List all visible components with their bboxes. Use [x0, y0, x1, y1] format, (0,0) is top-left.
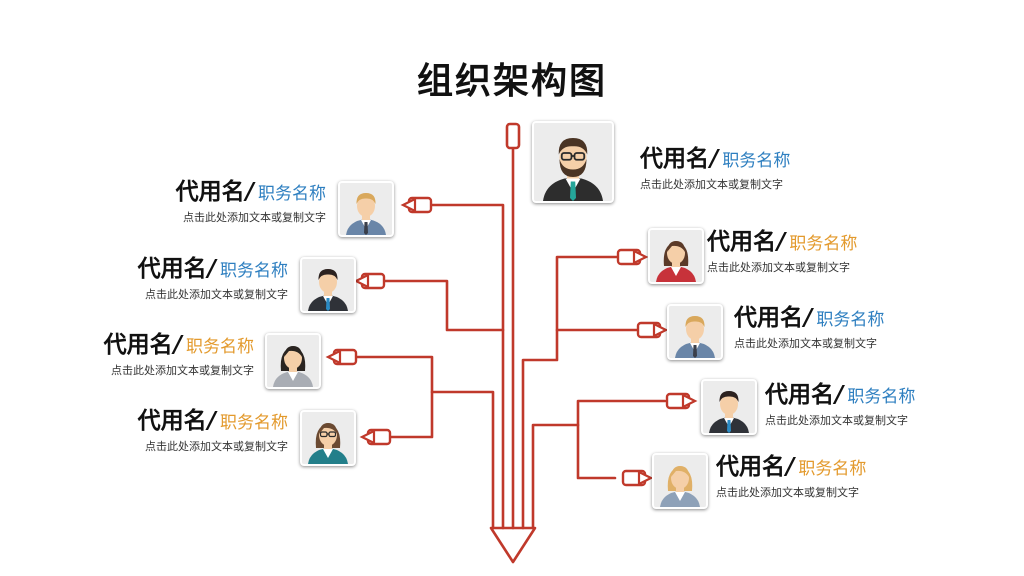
avatar [652, 453, 708, 509]
person-name: 代用名 [716, 454, 785, 480]
connector-line [521, 255, 622, 530]
person-card: 代用名/职务名称 点击此处添加文本或复制文字 [716, 452, 866, 502]
connector-head [400, 196, 433, 214]
avatar [701, 379, 757, 435]
person-description: 点击此处添加文本或复制文字 [765, 414, 908, 427]
person-name: 代用名 [175, 179, 245, 205]
pencil-eraser [505, 122, 521, 150]
connector-head [621, 469, 654, 487]
woman-blonde-icon [654, 455, 706, 507]
avatar [300, 257, 356, 313]
person-card: 代用名/职务名称 点击此处添加文本或复制文字 [640, 144, 790, 194]
page-title: 组织架构图 [416, 61, 607, 102]
person-card: 代用名/职务名称 点击此处添加文本或复制文字 [734, 303, 884, 353]
connector-line [370, 390, 434, 439]
person-card: 代用名/职务名称 点击此处添加文本或复制文字 [104, 330, 254, 380]
person-role: 职务名称 [186, 337, 254, 357]
avatar [667, 304, 723, 360]
connector-head [353, 272, 386, 290]
avatar [338, 181, 394, 237]
connector-head [325, 348, 358, 366]
person-role: 职务名称 [847, 387, 916, 407]
person-card: 代用名/职务名称 点击此处添加文本或复制文字 [765, 380, 915, 430]
connector-head [665, 392, 698, 410]
man-dark-hair-icon [703, 381, 755, 433]
person-role: 职务名称 [798, 459, 867, 479]
person-role: 职务名称 [220, 261, 288, 281]
person-name: 代用名 [640, 146, 709, 172]
person-card: 代用名/职务名称 点击此处添加文本或复制文字 [176, 177, 326, 227]
person-card: 代用名/职务名称 点击此处添加文本或复制文字 [138, 406, 288, 456]
woman-short-hair-icon [267, 335, 319, 387]
woman-brown-hair-icon [650, 230, 702, 282]
connector-head [616, 248, 649, 266]
person-description: 点击此处添加文本或复制文字 [145, 440, 288, 453]
avatar [265, 333, 321, 389]
connector-line [531, 399, 667, 530]
person-description: 点击此处添加文本或复制文字 [183, 211, 326, 224]
man-beard-glasses-icon [534, 123, 612, 201]
person-description: 点击此处添加文本或复制文字 [111, 364, 254, 377]
person-name: 代用名 [103, 332, 173, 358]
avatar [532, 121, 614, 203]
person-role: 职务名称 [722, 151, 791, 171]
person-card: 代用名/职务名称 点击此处添加文本或复制文字 [707, 227, 857, 277]
person-role: 职务名称 [789, 234, 858, 254]
person-name: 代用名 [707, 229, 776, 255]
connector-line [368, 279, 505, 530]
person-card: 代用名/职务名称 点击此处添加文本或复制文字 [138, 254, 288, 304]
person-description: 点击此处添加文本或复制文字 [734, 337, 877, 350]
connector-line [421, 203, 505, 332]
person-name: 代用名 [137, 256, 207, 282]
person-name: 代用名 [765, 382, 834, 408]
connector-head [359, 428, 392, 446]
pencil-tip [489, 526, 537, 564]
man-blond-icon [340, 183, 392, 235]
person-role: 职务名称 [258, 184, 326, 204]
person-role: 职务名称 [816, 310, 885, 330]
connector-line [576, 423, 617, 480]
connector-head [636, 321, 669, 339]
avatar [648, 228, 704, 284]
person-description: 点击此处添加文本或复制文字 [145, 288, 288, 301]
person-description: 点击此处添加文本或复制文字 [640, 178, 783, 191]
avatar [300, 410, 356, 466]
man-blond-icon [669, 306, 721, 358]
person-description: 点击此处添加文本或复制文字 [716, 486, 859, 499]
person-description: 点击此处添加文本或复制文字 [707, 261, 850, 274]
person-name: 代用名 [137, 408, 207, 434]
person-role: 职务名称 [220, 413, 288, 433]
man-dark-hair-icon [302, 259, 354, 311]
person-name: 代用名 [734, 305, 803, 331]
woman-glasses-icon [302, 412, 354, 464]
